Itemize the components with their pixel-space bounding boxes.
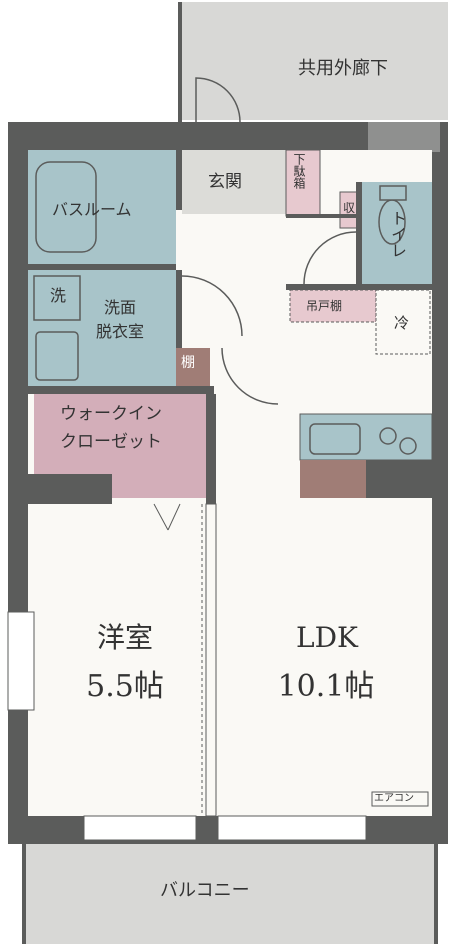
wall-bath-bottom [28, 264, 176, 270]
stove-burner [399, 437, 417, 455]
hanging-cabinet-label: 吊戸棚 [306, 299, 343, 313]
closet-label-line2: クローゼット [60, 432, 162, 452]
closet-door [167, 503, 181, 531]
bathroom-label: バスルーム [52, 200, 132, 219]
washer-space [33, 275, 81, 321]
kitchen-sink [309, 423, 361, 455]
common-corridor-label: 共用外廊下 [298, 58, 388, 79]
wall-closet-bottom [28, 474, 112, 504]
wall-kitchen [366, 460, 432, 498]
washroom-door [181, 275, 243, 337]
entrance-area [182, 150, 286, 214]
toilet-tank [379, 185, 407, 201]
balcony-window-left [83, 815, 197, 841]
shelf-label: 棚 [181, 355, 195, 371]
kitchen-cabinet [300, 460, 366, 498]
ldk-label: LDK [296, 621, 358, 654]
meter-box [368, 122, 440, 152]
wall-wash-bottom [28, 386, 214, 394]
western-room-area [34, 504, 204, 816]
washroom-label-line1: 洗面 [104, 298, 137, 317]
closet-label-line1: ウォークイン [60, 404, 162, 424]
wall-closet-right [206, 394, 216, 504]
balcony-area [22, 840, 438, 944]
hall-door [221, 347, 279, 405]
closet-area [34, 394, 210, 474]
shoe-box [285, 149, 321, 217]
bathtub [35, 161, 97, 253]
wall-toilet-left [356, 182, 362, 288]
balcony-window-right [217, 815, 367, 841]
toilet-label: トイレ [388, 210, 407, 258]
western-room-size: 5.5帖 [86, 669, 164, 704]
partition-track [205, 503, 217, 817]
wall-entrance-bottom [286, 214, 362, 218]
toilet-door [303, 231, 357, 285]
wall-bath-entrance [176, 150, 182, 210]
closet-door [153, 503, 169, 531]
washer-label: 洗 [50, 286, 67, 305]
ldk-size: 10.1帖 [277, 669, 375, 704]
western-window [7, 611, 35, 711]
shelf-storage [176, 348, 210, 386]
fridge-space [375, 289, 431, 355]
wall-wash-right [176, 270, 182, 386]
balcony-wall-left [22, 840, 26, 944]
balcony-label: バルコニー [160, 880, 250, 901]
fridge-label: 冷 [394, 314, 410, 332]
corridor-wall [178, 2, 182, 122]
small-storage-label: 収 [343, 201, 356, 215]
aircon-label: エアコン [374, 793, 414, 804]
entrance-door [195, 77, 241, 123]
common-corridor-area [178, 2, 448, 120]
wall-toilet-bottom [286, 284, 432, 290]
stove-burner [379, 427, 397, 445]
washroom-label-line2: 脱衣室 [96, 322, 145, 341]
balcony-wall-right [434, 840, 438, 944]
aircon-unit [371, 791, 429, 807]
wash-basin [35, 331, 79, 381]
entrance-label: 玄関 [208, 172, 242, 192]
shoe-box-label: 下駄箱 [292, 153, 306, 189]
hanging-cabinet [289, 289, 377, 323]
western-room-label: 洋室 [96, 621, 153, 654]
closet-extension [112, 474, 210, 498]
